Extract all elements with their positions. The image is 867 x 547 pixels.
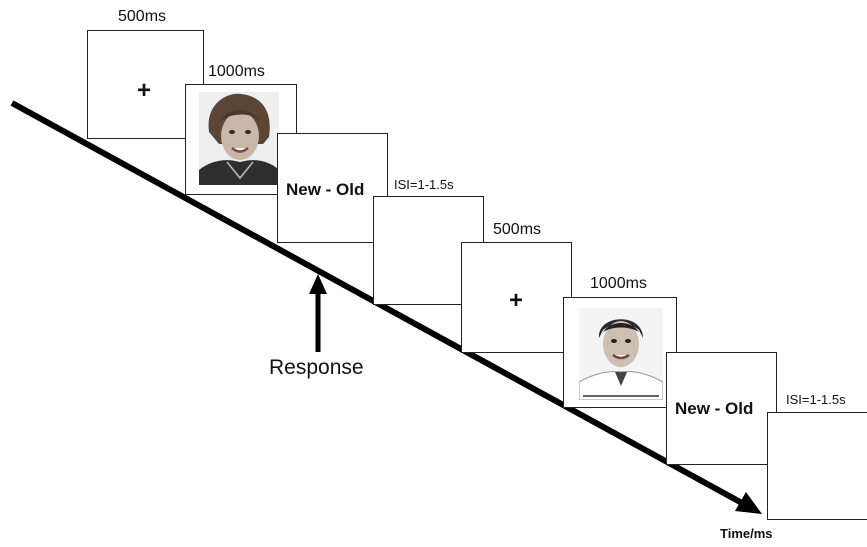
fixation-screen-2: +	[461, 242, 572, 353]
time-axis-label: Time/ms	[720, 526, 773, 541]
new-old-prompt-2: New - Old	[675, 399, 754, 418]
timeline-arrowhead	[735, 492, 762, 514]
new-old-prompt: New - Old	[286, 180, 365, 199]
response-screen-2: New - Old	[666, 352, 777, 465]
face-duration-label-2: 1000ms	[590, 275, 647, 292]
male-face-photo	[579, 308, 663, 400]
female-face-photo	[199, 92, 279, 185]
isi-label: ISI=1-1.5s	[394, 177, 454, 192]
fixation-duration-label: 500ms	[118, 8, 167, 25]
face-screen-2	[563, 297, 677, 408]
isi-screen-2	[767, 412, 867, 520]
response-label: Response	[269, 356, 364, 379]
fixation-duration-label-2: 500ms	[493, 221, 542, 238]
isi-label-2: ISI=1-1.5s	[786, 392, 846, 407]
face-duration-label: 1000ms	[208, 63, 265, 80]
response-arrowhead	[309, 274, 327, 294]
fixation-screen: +	[87, 30, 204, 139]
response-screen: New - Old	[277, 133, 388, 243]
fixation-cross: +	[137, 77, 152, 104]
fixation-cross-2: +	[509, 287, 524, 314]
